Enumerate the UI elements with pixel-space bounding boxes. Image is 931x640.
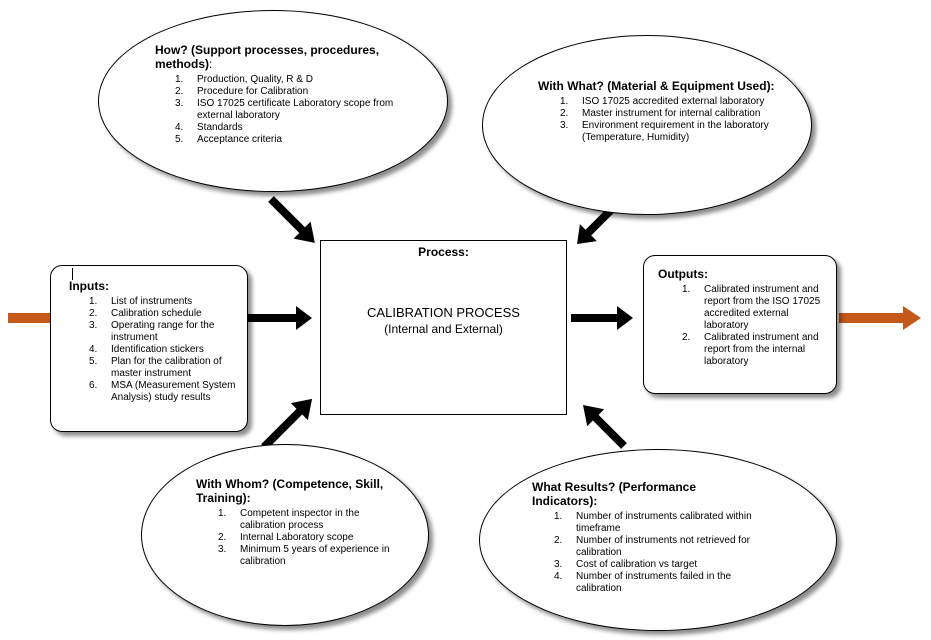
process-label: CALIBRATION PROCESS (Internal and Extern… (321, 305, 566, 337)
list-item: 5.Plan for the calibration of master ins… (89, 356, 222, 379)
with-whom-ellipse: With Whom? (Competence, Skill, Training)… (141, 444, 429, 626)
process-to-outputs-arrow (571, 306, 633, 330)
how-content: How? (Support processes, procedures, met… (155, 43, 415, 146)
list-item: 2.Calibrated instrument and report from … (682, 332, 819, 367)
list-item: 3.ISO 17025 certificate Laboratory scope… (175, 98, 394, 121)
with-whom-list: 1.Competent inspector in the calibration… (218, 508, 406, 568)
what-results-content: What Results? (Performance Indicators): … (532, 480, 762, 595)
what-results-list: 1.Number of instruments calibrated withi… (554, 511, 762, 595)
list-item: 4.Number of instruments failed in the ca… (554, 571, 732, 594)
process-subtitle: (Internal and External) (384, 322, 503, 336)
inputs-box: Inputs: 1.List of instruments 2.Calibrat… (50, 265, 248, 432)
list-item: 2.Internal Laboratory scope (218, 532, 354, 543)
list-item: 3.Operating range for the instrument (89, 320, 215, 343)
list-item: 1.Number of instruments calibrated withi… (554, 511, 752, 534)
process-name: CALIBRATION PROCESS (367, 305, 520, 320)
how-title: How? (Support processes, procedures, met… (155, 43, 380, 71)
process-title: Process: (418, 245, 469, 259)
withwhom-to-process-arrow (261, 398, 313, 450)
list-item: 3.Environment requirement in the laborat… (560, 120, 769, 143)
with-what-title: With What? (Material & Equipment Used): (538, 79, 775, 93)
list-item: 3.Minimum 5 years of experience in calib… (218, 544, 390, 567)
list-item: 4.Standards (175, 122, 243, 133)
outputs-box: Outputs: 1.Calibrated instrument and rep… (643, 255, 837, 394)
outputs-content: Outputs: 1.Calibrated instrument and rep… (658, 267, 828, 368)
list-item: 5.Acceptance criteria (175, 134, 283, 145)
list-item: 1.List of instruments (89, 296, 193, 307)
with-whom-content: With Whom? (Competence, Skill, Training)… (196, 477, 406, 568)
how-to-process-arrow (268, 196, 315, 243)
how-list: 1.Production, Quality, R & D 2.Procedure… (175, 74, 415, 146)
with-whom-title: With Whom? (Competence, Skill, Training)… (196, 477, 384, 505)
with-what-list: 1.ISO 17025 accredited external laborato… (560, 96, 778, 144)
outputs-title: Outputs: (658, 267, 708, 281)
list-item: 4.Identification stickers (89, 344, 204, 355)
list-item: 6.MSA (Measurement System Analysis) stud… (89, 380, 236, 403)
how-ellipse: How? (Support processes, procedures, met… (98, 10, 448, 192)
what-results-ellipse: What Results? (Performance Indicators): … (479, 449, 837, 631)
withwhat-to-process-arrow (577, 207, 614, 244)
inputs-title: Inputs: (69, 279, 109, 293)
list-item: 2.Number of instruments not retrieved fo… (554, 535, 750, 558)
with-what-ellipse: With What? (Material & Equipment Used): … (482, 35, 812, 215)
list-item: 1.ISO 17025 accredited external laborato… (560, 96, 765, 107)
inputs-list: 1.List of instruments 2.Calibration sche… (89, 296, 239, 404)
output-flow-arrow (839, 306, 921, 330)
list-item: 1.Calibrated instrument and report from … (682, 284, 821, 331)
list-item: 2.Master instrument for internal calibra… (560, 108, 761, 119)
outputs-list: 1.Calibrated instrument and report from … (682, 284, 828, 368)
list-item: 2.Calibration schedule (89, 308, 202, 319)
inputs-content: Inputs: 1.List of instruments 2.Calibrat… (69, 279, 239, 404)
what-results-title: What Results? (Performance Indicators): (532, 480, 697, 508)
list-item: 2.Procedure for Calibration (175, 86, 309, 97)
list-item: 1.Production, Quality, R & D (175, 74, 313, 85)
with-what-content: With What? (Material & Equipment Used): … (538, 79, 778, 144)
list-item: 3.Cost of calibration vs target (554, 559, 698, 570)
inputs-to-process-arrow (248, 306, 312, 330)
list-item: 1.Competent inspector in the calibration… (218, 508, 360, 531)
process-box: Process: CALIBRATION PROCESS (Internal a… (320, 240, 567, 415)
text-cursor (72, 268, 73, 280)
results-to-process-arrow (582, 404, 627, 449)
